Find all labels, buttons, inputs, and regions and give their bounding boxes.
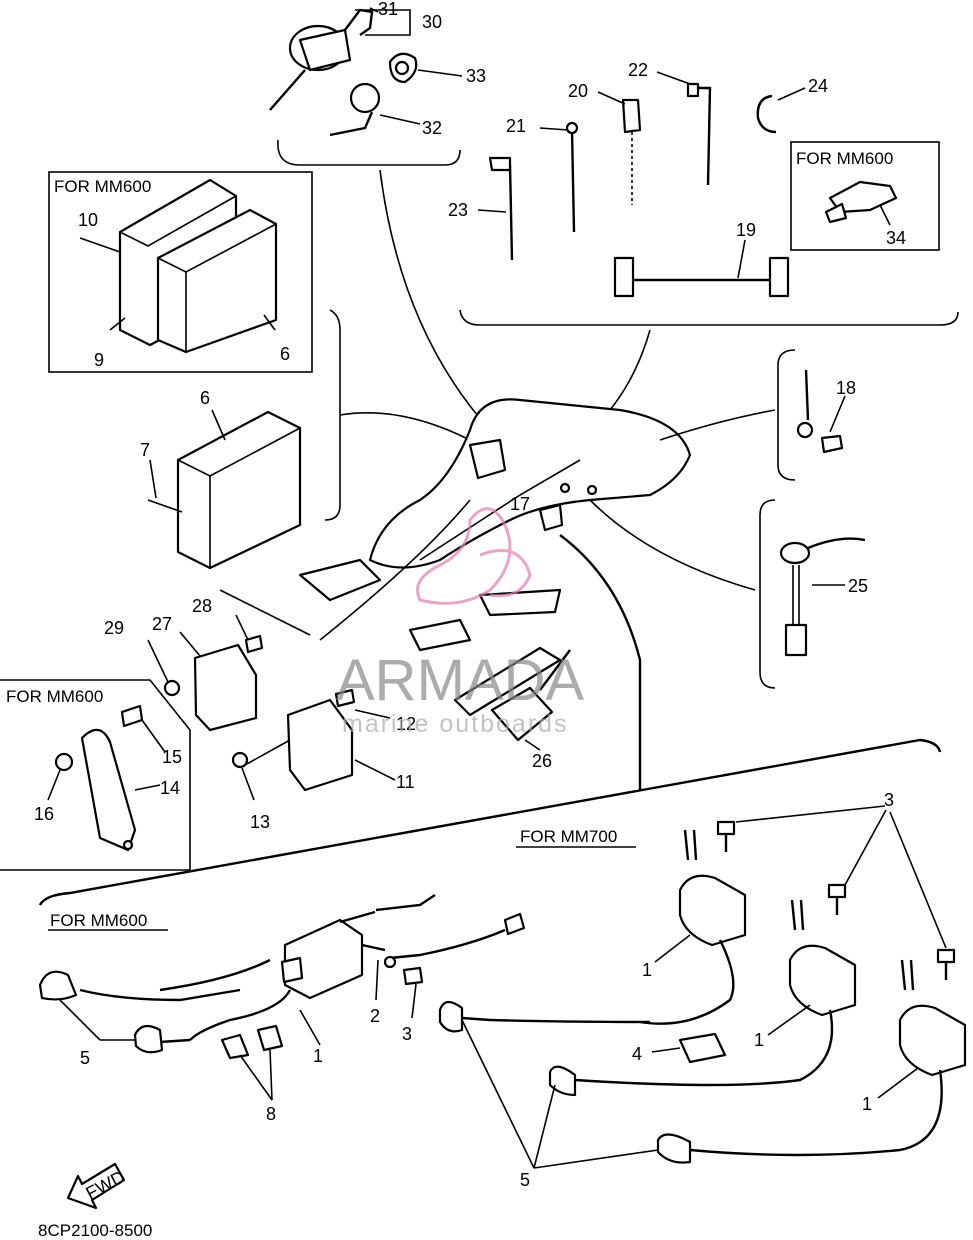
wire-harness [219, 169, 776, 790]
callout-10: 10 [78, 210, 98, 230]
callout-11: 11 [396, 772, 415, 792]
callout-34: 34 [886, 228, 906, 248]
callout-30: 30 [422, 12, 442, 32]
callout-8: 8 [266, 1104, 276, 1124]
part-18-25 [759, 349, 866, 689]
fwd-arrow: FWD [66, 1162, 128, 1210]
callout-1a: 1 [642, 960, 652, 980]
mm600-coil [38, 894, 526, 1101]
callout-16: 16 [34, 804, 54, 824]
callout-18: 18 [836, 378, 856, 398]
callout-1d: 1 [313, 1046, 323, 1066]
callout-26: 26 [532, 751, 552, 771]
callout-29: 29 [104, 618, 124, 638]
clamp-box-title: FOR MM600 [796, 149, 893, 168]
callout-17: 17 [510, 494, 530, 514]
callout-12: 12 [396, 714, 416, 734]
callout-21: 21 [506, 116, 526, 136]
callout-9: 9 [94, 350, 104, 370]
callout-3b: 3 [402, 1024, 412, 1044]
watermark-tagline: marine outboards [342, 710, 569, 738]
callout-24: 24 [808, 76, 828, 96]
callout-6b: 6 [200, 388, 210, 408]
callout-2: 2 [370, 1006, 380, 1026]
mm700-coils [438, 805, 967, 1169]
callout-32: 32 [422, 118, 442, 138]
callout-20: 20 [568, 81, 588, 101]
callout-13: 13 [250, 812, 270, 832]
callout-3a: 3 [884, 790, 894, 810]
callout-28: 28 [192, 596, 212, 616]
mm600-section-title: FOR MM600 [50, 911, 147, 930]
callout-1c: 1 [862, 1094, 872, 1114]
watermark-brand: ARMADA [336, 648, 584, 713]
callout-5b: 5 [520, 1170, 530, 1190]
callout-25: 25 [848, 576, 868, 596]
callout-19: 19 [736, 220, 756, 240]
callout-33: 33 [466, 66, 486, 86]
callout-1b: 1 [754, 1030, 764, 1050]
callout-27: 27 [152, 614, 172, 634]
relay-group [147, 614, 396, 801]
callout-23: 23 [448, 200, 468, 220]
ecu-6 [147, 309, 341, 570]
ecu-box-title: FOR MM600 [54, 177, 151, 196]
ecu-box [48, 171, 313, 373]
part-30-group [269, 7, 463, 166]
bracket-box-title: FOR MM600 [6, 687, 103, 706]
section-divider [38, 738, 942, 906]
mm700-section-title: FOR MM700 [520, 827, 617, 846]
callout-6a: 6 [280, 344, 290, 364]
part-26 [490, 649, 571, 751]
watermark: ARMADA marine outboards [336, 507, 584, 738]
callout-14: 14 [160, 778, 180, 798]
diagram-code: 8CP2100-8500 [38, 1221, 152, 1240]
callout-7: 7 [140, 440, 150, 460]
callout-15: 15 [162, 747, 182, 767]
callout-5a: 5 [80, 1048, 90, 1068]
callout-22: 22 [628, 60, 648, 80]
callout-31: 31 [378, 0, 398, 19]
callout-4: 4 [632, 1044, 642, 1064]
clip-group [459, 71, 959, 326]
bracket-box [0, 679, 191, 871]
